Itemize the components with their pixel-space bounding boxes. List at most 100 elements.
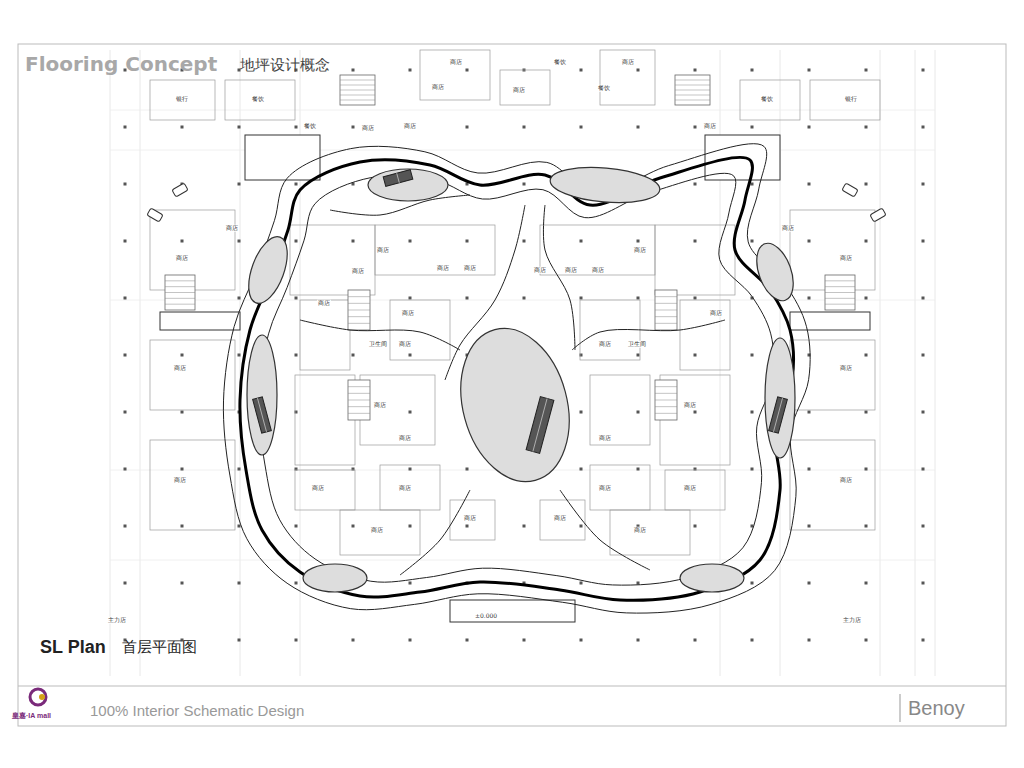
grid-line (110, 300, 935, 301)
grid-line (110, 560, 935, 561)
column-dot (580, 525, 583, 528)
store-outline (420, 50, 490, 100)
column-dot (238, 240, 241, 243)
column-dot (808, 411, 811, 414)
column-dot (808, 639, 811, 642)
room-label: 商店 (175, 255, 189, 262)
stair-core (348, 380, 370, 420)
store-outline (295, 470, 355, 510)
escalator (253, 397, 272, 433)
room-label: 商店 (370, 527, 384, 534)
room-label: 商店 (398, 485, 412, 492)
atrium-void (765, 338, 795, 458)
column-dot (466, 639, 469, 642)
store-outline (300, 300, 350, 370)
store-outline (680, 300, 730, 370)
room-label: 卫生间 (627, 341, 647, 348)
column-dot (409, 297, 412, 300)
room-label: 商店 (781, 225, 795, 232)
room-label: 商店 (621, 59, 635, 66)
column-dot (238, 582, 241, 585)
column-dot (352, 525, 355, 528)
column-dot (637, 354, 640, 357)
room-label: 商店 (376, 247, 390, 254)
room-label: 商店 (512, 87, 526, 94)
column-dot (637, 411, 640, 414)
column-dot (694, 639, 697, 642)
room-label: 商店 (839, 255, 853, 262)
firm-name: Benoy (908, 697, 965, 719)
room-label: 银行 (844, 96, 858, 103)
column-dot (238, 468, 241, 471)
car-icon (147, 208, 163, 222)
store-outline (360, 375, 435, 445)
column-dot (922, 297, 925, 300)
column-dot (124, 126, 127, 129)
column-dot (637, 69, 640, 72)
room-label: 商店 (591, 267, 605, 274)
room-label: 商店 (463, 515, 477, 522)
store-outline (340, 510, 420, 555)
column-dot (751, 468, 754, 471)
plan-drawing (18, 44, 1006, 726)
room-label: 餐饮 (597, 85, 611, 92)
store-outline (225, 80, 295, 120)
column-dot (409, 411, 412, 414)
grid-line (140, 50, 141, 676)
room-label: 餐饮 (303, 123, 317, 130)
car-icon (870, 208, 886, 222)
room-label: 商店 (351, 268, 365, 275)
column-dot (124, 354, 127, 357)
page-frame (18, 44, 1006, 726)
column-dot (181, 240, 184, 243)
column-dot (865, 297, 868, 300)
page-title: Flooring Concept (25, 53, 217, 75)
room-label: 商店 (311, 485, 325, 492)
column-dot (181, 582, 184, 585)
column-dot (694, 69, 697, 72)
stair-core (675, 75, 710, 105)
column-dot (181, 354, 184, 357)
store-outline (290, 225, 375, 295)
entrance (450, 600, 575, 622)
column-dot (865, 582, 868, 585)
column-dot (580, 126, 583, 129)
column-dot (922, 183, 925, 186)
store-outline (665, 470, 725, 510)
column-dot (523, 126, 526, 129)
column-dot (352, 69, 355, 72)
room-label: 商店 (225, 225, 239, 232)
escalator (769, 397, 788, 433)
room-label: 商店 (463, 265, 477, 272)
footer-note: 100% Interior Schematic Design (90, 703, 304, 720)
atrium-void (680, 564, 744, 592)
entrance (160, 312, 240, 330)
store-outline (600, 50, 655, 105)
column-dot (808, 468, 811, 471)
column-dot (295, 639, 298, 642)
corridor-edge (560, 490, 650, 570)
column-dot (637, 297, 640, 300)
column-dot (466, 126, 469, 129)
column-dot (181, 411, 184, 414)
atrium-void (750, 238, 801, 305)
column-dot (808, 126, 811, 129)
room-label: 商店 (598, 341, 612, 348)
corridor-edge (223, 144, 810, 613)
column-dot (694, 525, 697, 528)
column-dot (295, 126, 298, 129)
corridor-edge (572, 320, 725, 350)
column-dot (751, 639, 754, 642)
room-label: 主力店 (842, 617, 862, 624)
column-dot (637, 639, 640, 642)
column-dot (865, 69, 868, 72)
column-dot (580, 240, 583, 243)
room-label: 卫生间 (368, 341, 388, 348)
grid-line (110, 110, 935, 111)
column-dot (694, 411, 697, 414)
room-label: 商店 (401, 310, 415, 317)
room-label: 商店 (839, 477, 853, 484)
column-dot (922, 411, 925, 414)
room-label: 商店 (553, 515, 567, 522)
room-label: 商店 (564, 267, 578, 274)
